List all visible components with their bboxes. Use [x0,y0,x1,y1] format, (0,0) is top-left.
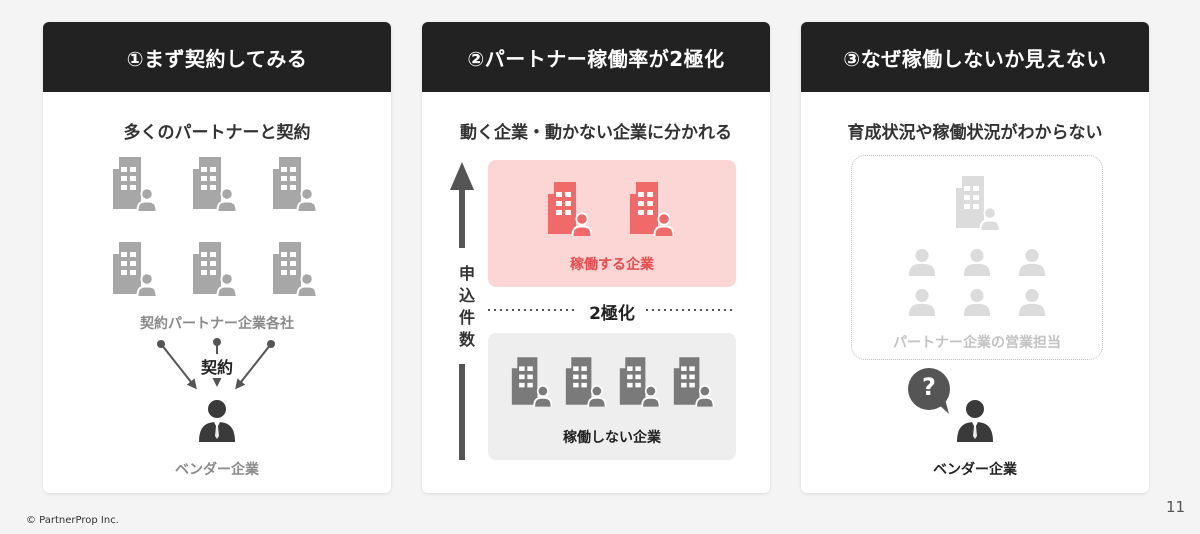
card-visibility: ③なぜ稼働しないか見えない 育成状況や稼働状況がわからない パートナー企業の営業… [801,22,1149,493]
person-icon [908,248,936,276]
building-person-icon [564,355,606,407]
building-person-icon [618,355,660,407]
inactive-companies-box: 稼働しない企業 [488,333,736,460]
page-number: 11 [1166,498,1186,516]
person-icon [1018,288,1046,316]
card-contract: ①まず契約してみる 多くのパートナーと契約 契約パートナー企業各社 契約 ベンダ… [43,22,391,493]
building-person-icon [510,355,552,407]
building-person-icon [546,180,592,236]
partner-sales-box: パートナー企業の営業担当 [851,155,1103,360]
active-label: 稼働する企業 [570,257,654,273]
card-title: ②パートナー稼働率が2極化 [422,22,770,92]
building-person-icon [672,355,714,407]
question-bubble-icon: ? [907,367,951,414]
card-title: ③なぜ稼働しないか見えない [801,22,1149,92]
partners-label: 契約パートナー企業各社 [140,316,294,332]
person-icon [963,288,991,316]
vendor-label: ベンダー企業 [933,462,1017,478]
active-companies-box: 稼働する企業 [488,160,736,287]
card-subtitle: 育成状況や稼働状況がわからない [847,123,1103,143]
card-subtitle: 多くのパートナーと契約 [123,123,311,143]
card-polarization: ②パートナー稼働率が2極化 動く企業・動かない企業に分かれる 申込件数 稼働する… [422,22,770,493]
divider-label: 2極化 [589,304,635,324]
vendor-label: ベンダー企業 [175,462,259,478]
up-arrow-icon [450,162,474,460]
building-person-icon [954,174,1000,230]
person-icon [1018,248,1046,276]
building-person-icon [628,180,674,236]
card-subtitle: 動く企業・動かない企業に分かれる [460,123,732,143]
inactive-label: 稼働しない企業 [563,430,661,446]
question-mark: ? [922,373,936,401]
copyright: © PartnerProp Inc. [26,515,119,526]
person-icon [197,398,237,442]
person-icon [963,248,991,276]
person-icon [908,288,936,316]
axis-label: 申込件数 [458,264,475,349]
sales-label: パートナー企業の営業担当 [893,335,1061,351]
contract-label: 契約 [199,354,236,378]
person-icon [955,398,995,442]
card-title: ①まず契約してみる [43,22,391,92]
